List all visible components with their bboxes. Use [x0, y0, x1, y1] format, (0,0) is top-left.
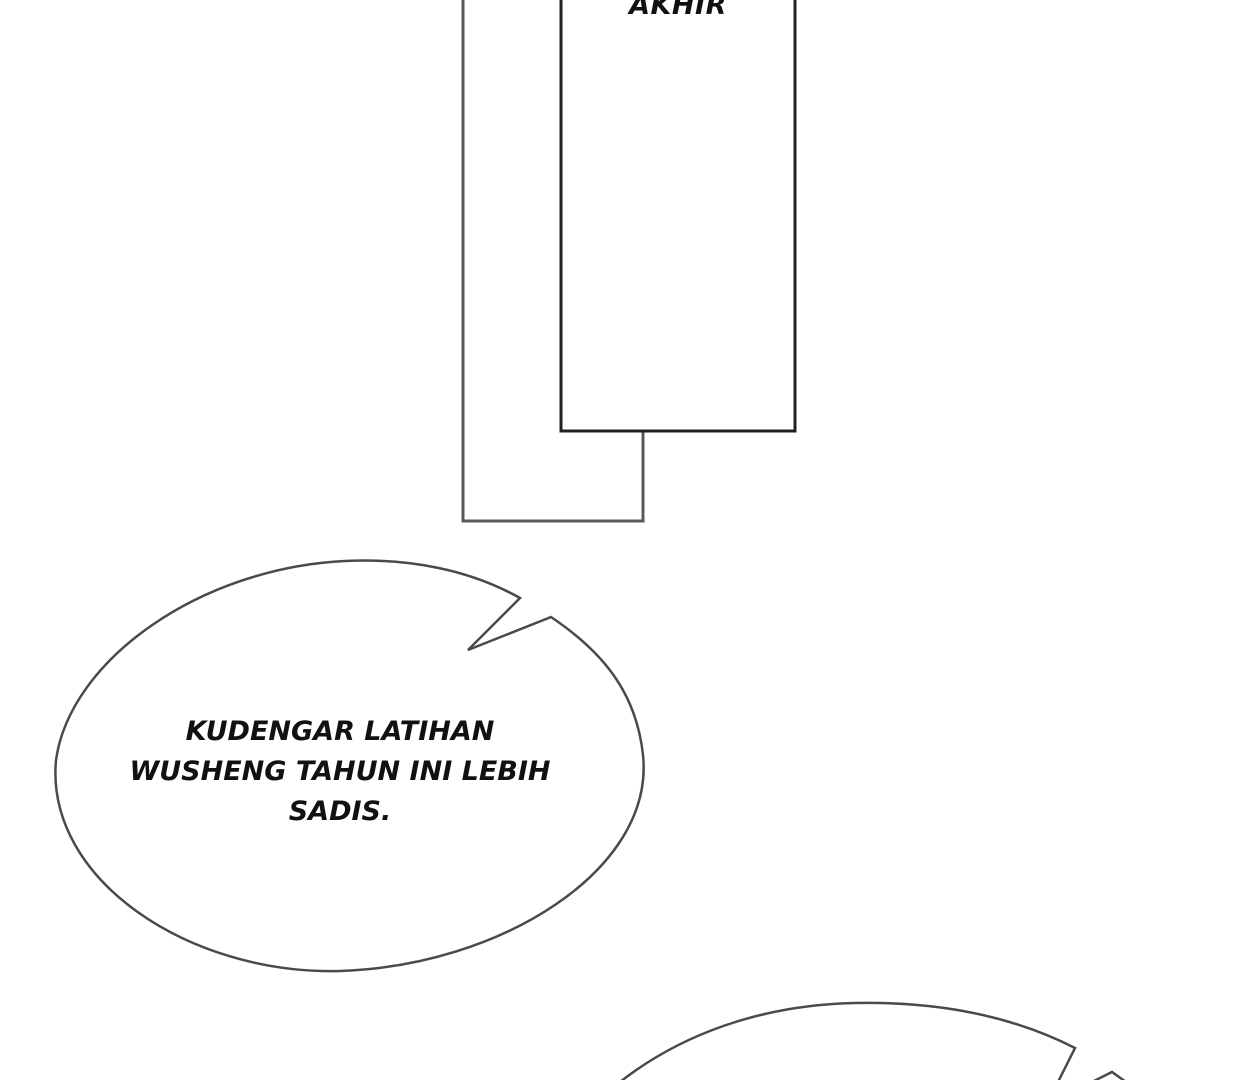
- speech-bubble-2: [620, 1001, 1126, 1080]
- back-panel-frame: [461, 0, 645, 523]
- front-panel-frame: [559, 0, 797, 433]
- speech-bubble-1-text: KUDENGAR LATIHAN WUSHENG TAHUN INI LEBIH…: [120, 712, 560, 832]
- speech-line: KUDENGAR LATIHAN: [185, 716, 495, 747]
- speech-line: SADIS.: [288, 796, 392, 827]
- panel-caption-text: AKHIR: [629, 0, 727, 21]
- speech-line: WUSHENG TAHUN INI LEBIH: [129, 756, 551, 787]
- speech-bubble-1: [54, 559, 645, 973]
